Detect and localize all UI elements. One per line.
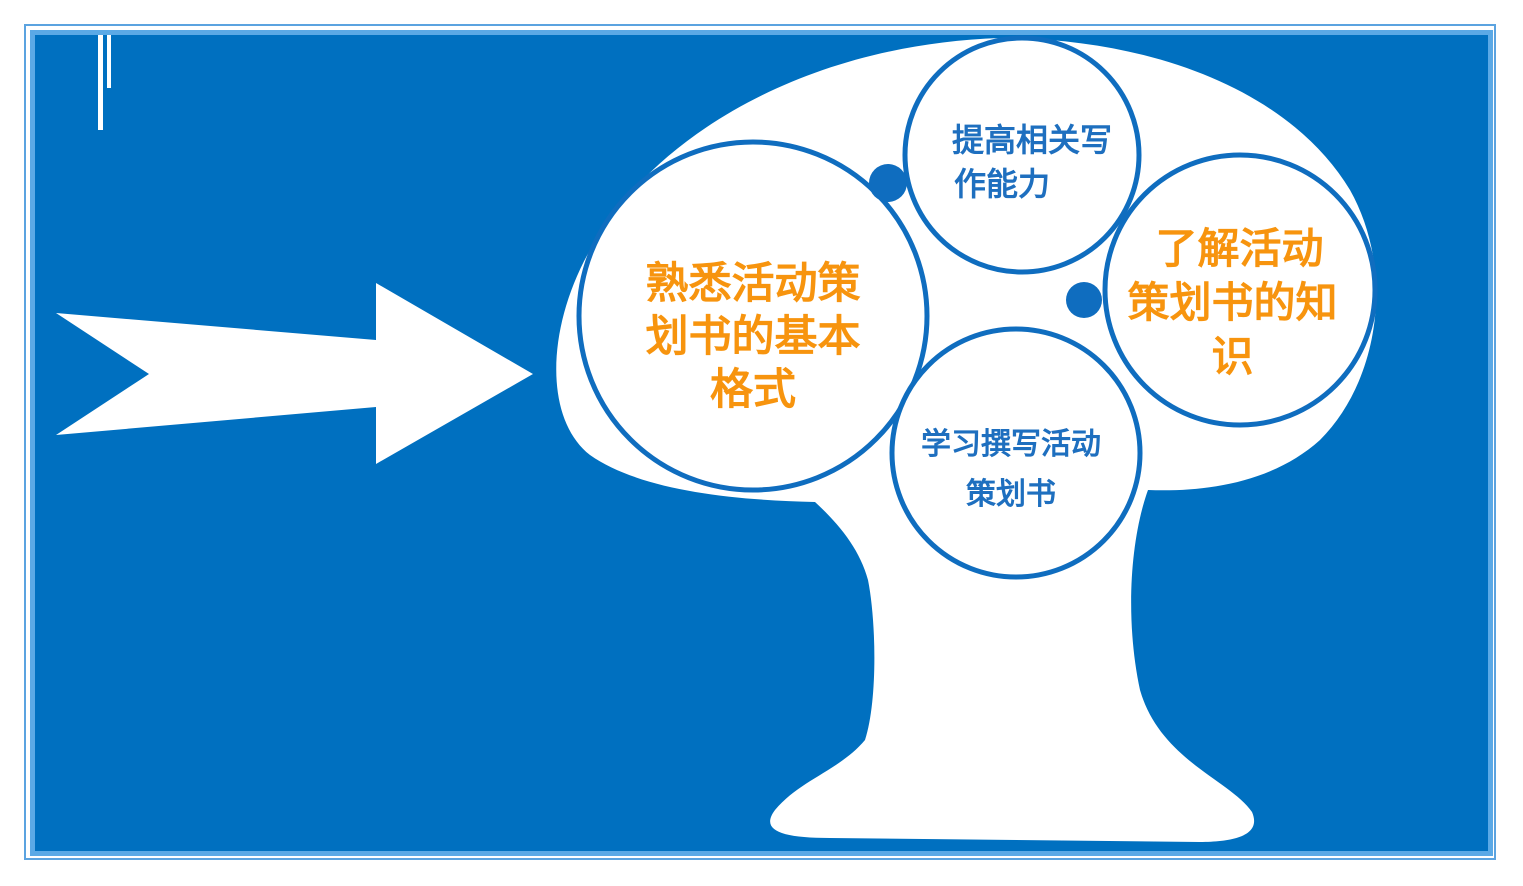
slide-frame-outer bbox=[24, 24, 1496, 860]
decor-bar-short bbox=[107, 35, 111, 88]
bubble-right-line: 策划书的知 bbox=[1127, 278, 1338, 327]
bubble-top-line: 作能力 bbox=[954, 165, 1051, 203]
bubble-right-circle bbox=[1102, 152, 1378, 428]
bubble-right-line: 了解活动 bbox=[1155, 224, 1324, 273]
bubble-main-text: 熟悉活动策 划书的基本 格式 bbox=[620, 258, 886, 417]
bubble-main-line: 划书的基本 bbox=[645, 312, 861, 362]
bubble-right-line: 识 bbox=[1211, 332, 1254, 381]
bubble-right-text: 了解活动 策划书的知 识 bbox=[1110, 222, 1355, 384]
bubble-top-line: 提高相关写 bbox=[951, 121, 1112, 159]
bubble-bottom-line: 策划书 bbox=[966, 477, 1056, 512]
bubble-bottom-text: 学习撰写活动 策划书 bbox=[896, 420, 1126, 520]
connector-dot-icon bbox=[869, 164, 907, 202]
bubble-main-line: 熟悉活动策 bbox=[645, 259, 861, 309]
bubble-main-line: 格式 bbox=[710, 365, 796, 415]
bubble-main-circle bbox=[576, 139, 930, 493]
bubble-top-text: 提高相关写 作能力 bbox=[932, 118, 1132, 206]
decor-bar-long bbox=[98, 35, 103, 130]
bubble-bottom-circle bbox=[889, 326, 1143, 580]
right-arrow-icon bbox=[56, 283, 533, 464]
bubble-bottom-line: 学习撰写活动 bbox=[921, 427, 1101, 462]
connector-dot-icon bbox=[1066, 282, 1102, 318]
bubble-top-circle bbox=[902, 35, 1142, 275]
